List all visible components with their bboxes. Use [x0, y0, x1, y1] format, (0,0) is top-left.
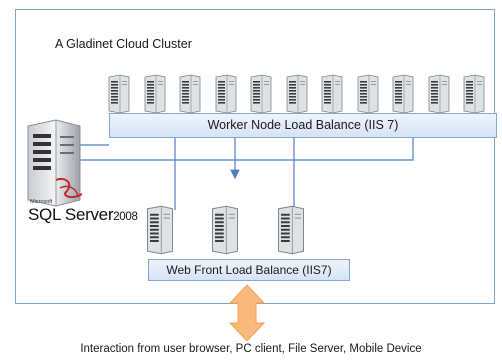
interaction-caption: Interaction from user browser, PC client… [80, 343, 422, 355]
worker-node-server-icon [391, 74, 415, 119]
worker-node-server-icon [356, 74, 380, 119]
worker-node-server-icon [320, 74, 344, 119]
worker-node-server-icon [427, 74, 451, 119]
worker-node-server-icon [178, 74, 202, 119]
sql-microsoft-label: Microsoft [30, 199, 53, 205]
web-front-server-icon [145, 202, 175, 263]
sql-version: 2008 [113, 211, 138, 223]
worker-node-server-icon [143, 74, 167, 119]
web-front-load-balancer: Web Front Load Balance (IIS7) [148, 259, 350, 281]
diagram-title: A Gladinet Cloud Cluster [55, 37, 192, 51]
worker-node-server-icon [214, 74, 238, 119]
cluster-boundary [15, 9, 495, 304]
worker-node-server-icon [462, 74, 486, 119]
web-front-server-icon [276, 202, 306, 263]
sql-name: SQL Server [28, 205, 114, 224]
worker-node-server-icon [249, 74, 273, 119]
sql-server-icon [27, 119, 83, 207]
interaction-double-arrow [228, 284, 266, 342]
worker-load-balancer: Worker Node Load Balance (IIS 7) [109, 113, 497, 138]
worker-node-server-icon [285, 74, 309, 119]
sql-server-label: SQL Server2008 [28, 205, 138, 225]
web-front-server-icon [210, 202, 240, 263]
worker-node-server-icon [107, 74, 131, 119]
